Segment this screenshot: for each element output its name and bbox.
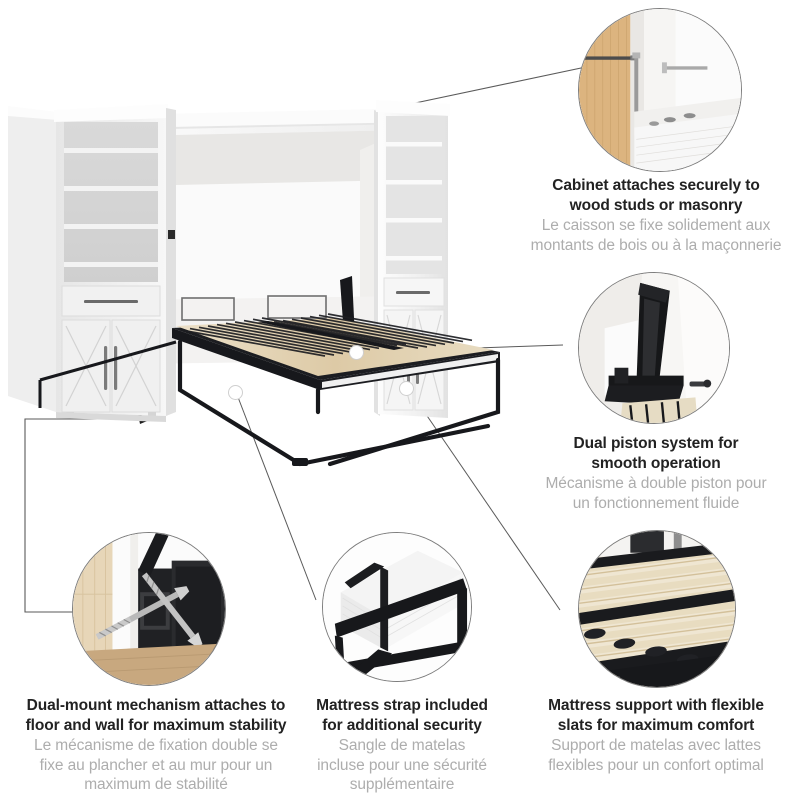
caption-en-cabinet-attach: Cabinet attaches securely to wood studs … — [552, 177, 760, 214]
caption-en-dual-piston: Dual piston system for smooth operation — [573, 435, 739, 472]
caption-en-dual-mount: Dual-mount mechanism attaches to floor a… — [25, 697, 287, 734]
feature-photo-flexible-slats — [578, 530, 736, 688]
feature-photo-dual-piston — [578, 272, 730, 424]
feature-photo-cabinet-attach — [578, 8, 742, 172]
hero-product-image — [0, 60, 560, 480]
caption-mattress-strap: Mattress strap included for additional s… — [296, 696, 508, 795]
caption-en-mattress-strap: Mattress strap included for additional s… — [316, 697, 488, 734]
caption-dual-piston: Dual piston system for smooth operation … — [512, 434, 800, 513]
feature-photo-dual-mount — [72, 532, 226, 686]
caption-fr-dual-piston: Mécanisme à double piston pour un foncti… — [545, 475, 767, 512]
caption-flexible-slats: Mattress support with flexible slats for… — [514, 696, 798, 775]
caption-cabinet-attach: Cabinet attaches securely to wood studs … — [512, 176, 800, 255]
caption-en-flexible-slats: Mattress support with flexible slats for… — [548, 697, 764, 734]
caption-dual-mount: Dual-mount mechanism attaches to floor a… — [8, 696, 304, 795]
callout-dot-slats — [399, 381, 414, 396]
feature-photo-mattress-strap — [322, 532, 472, 682]
caption-fr-mattress-strap: Sangle de matelas incluse pour une sécur… — [317, 737, 487, 793]
caption-fr-flexible-slats: Support de matelas avec lattes flexibles… — [548, 737, 764, 774]
callout-dot-frame — [228, 385, 243, 400]
caption-fr-dual-mount: Le mécanisme de fixation double se fixe … — [34, 737, 278, 793]
callout-dot-piston — [349, 345, 364, 360]
caption-fr-cabinet-attach: Le caisson se fixe solidement aux montan… — [530, 217, 782, 254]
